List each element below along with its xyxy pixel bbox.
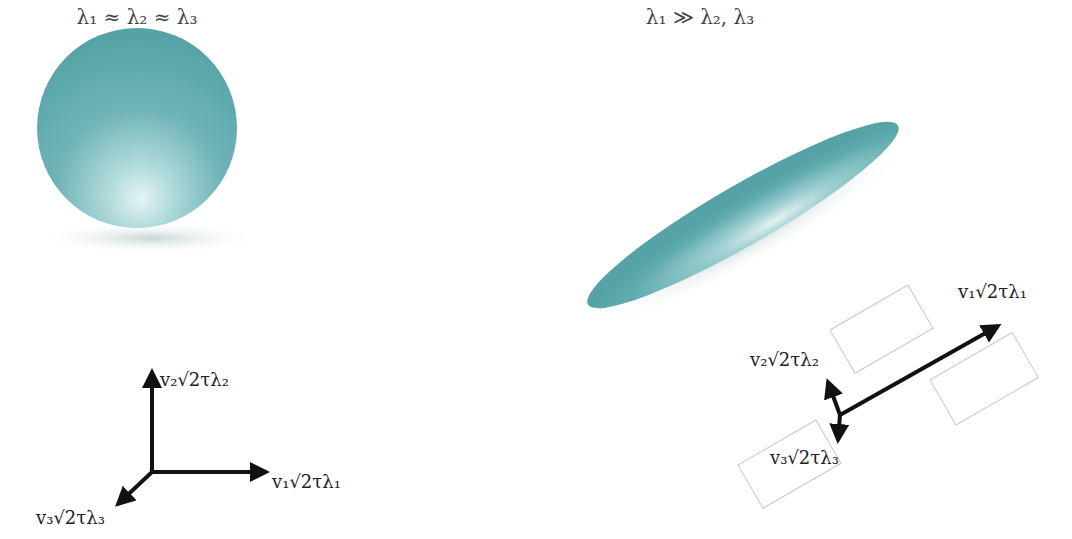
- sphere: [37, 28, 237, 228]
- axis-label: v₂√2τλ₂: [750, 350, 819, 370]
- axis-label: v₁√2τλ₁: [272, 472, 341, 492]
- faint-frames: [738, 285, 1038, 508]
- axis-label: v₃√2τλ₃: [770, 448, 839, 468]
- axis-label: v₁√2τλ₁: [958, 282, 1027, 302]
- axes-left: [118, 372, 266, 504]
- axis-label: v₂√2τλ₂: [160, 370, 229, 390]
- axes-right: [828, 326, 998, 440]
- ellipsoid: [573, 100, 913, 331]
- eigenvalue-condition: λ₁ ≈ λ₂ ≈ λ₃: [76, 6, 197, 28]
- axis-label: v₃√2τλ₃: [36, 508, 105, 528]
- eigenvalue-condition: λ₁ ≫ λ₂, λ₃: [646, 6, 755, 28]
